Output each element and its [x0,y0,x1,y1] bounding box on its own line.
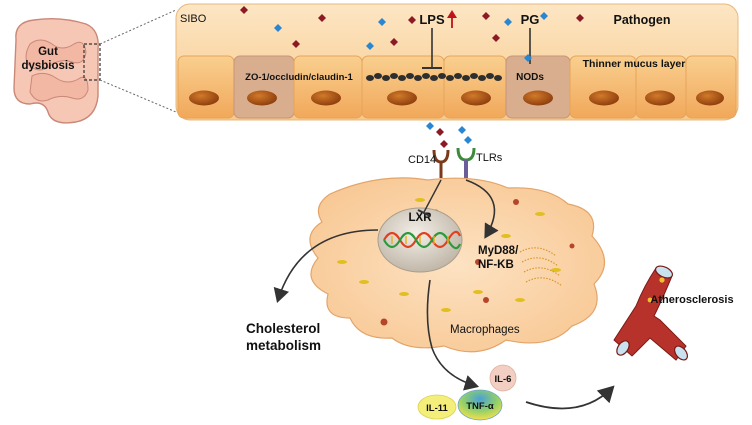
cytokines-to-atherosclerosis-arrow [525,385,615,410]
tnf-alpha-label: TNF-α [466,401,494,412]
epithelium-panel: SIBO LPS PG Pathogen ZO-1/occludin/claud… [175,3,739,121]
pathogen-label: Pathogen [614,13,671,27]
artery-icon [613,265,689,361]
il6-bubble [489,364,517,392]
nucleus-to-cytokines-arrow [426,279,480,391]
gut-dysbiosis-label-line1: Gut [38,46,58,58]
sibo-label: SIBO [180,13,207,25]
cholesterol-label-line1: Cholesterol [246,321,320,336]
tight-junction-label: ZO-1/occludin/claudin-1 [245,72,353,83]
zoom-box [83,43,101,81]
cd14-inhibits-lxr-line [423,179,442,213]
dna-helix-icon [383,230,462,250]
myd88-label-line2: NF-KB [478,259,514,271]
il11-label: IL-11 [426,403,448,414]
tlrs-label: TLRs [476,152,503,164]
increase-arrow-icon [447,10,457,28]
gut-dysbiosis-label-line2: dysbiosis [21,60,74,72]
tlr-to-myd88-arrow [465,179,499,239]
lxr-inhibition-bar [417,209,431,217]
mucus-layer-label: Thinner mucus layer [583,58,686,70]
pathogen-particles [240,6,584,62]
il6-label: IL-6 [495,374,512,385]
lps-label: LPS [419,12,445,27]
tlr-receptor-icon [456,147,476,178]
lxr-to-cholesterol-arrow [273,229,379,304]
macrophages-label: Macrophages [450,324,520,336]
zoom-line-top [99,9,177,45]
tight-junction-strand [366,73,502,81]
translocating-particles [426,122,472,148]
macrophage-cell [309,177,606,353]
nods-label: NODs [516,72,544,83]
pg-label: PG [521,12,540,27]
cd14-receptor-icon [432,149,450,178]
cell-nuclei [189,90,724,106]
cholesterol-label-line2: metabolism [246,338,321,353]
lxr-label: LXR [409,212,433,224]
intestine-icon [13,17,99,124]
zoom-line-bottom [99,79,177,113]
il11-bubble [417,394,457,420]
atherosclerosis-label: Atherosclerosis [650,294,733,306]
cd14-label: CD14 [408,154,436,166]
myd88-label-line1: MyD88/ [478,245,519,257]
tnf-alpha-bubble [457,389,503,421]
